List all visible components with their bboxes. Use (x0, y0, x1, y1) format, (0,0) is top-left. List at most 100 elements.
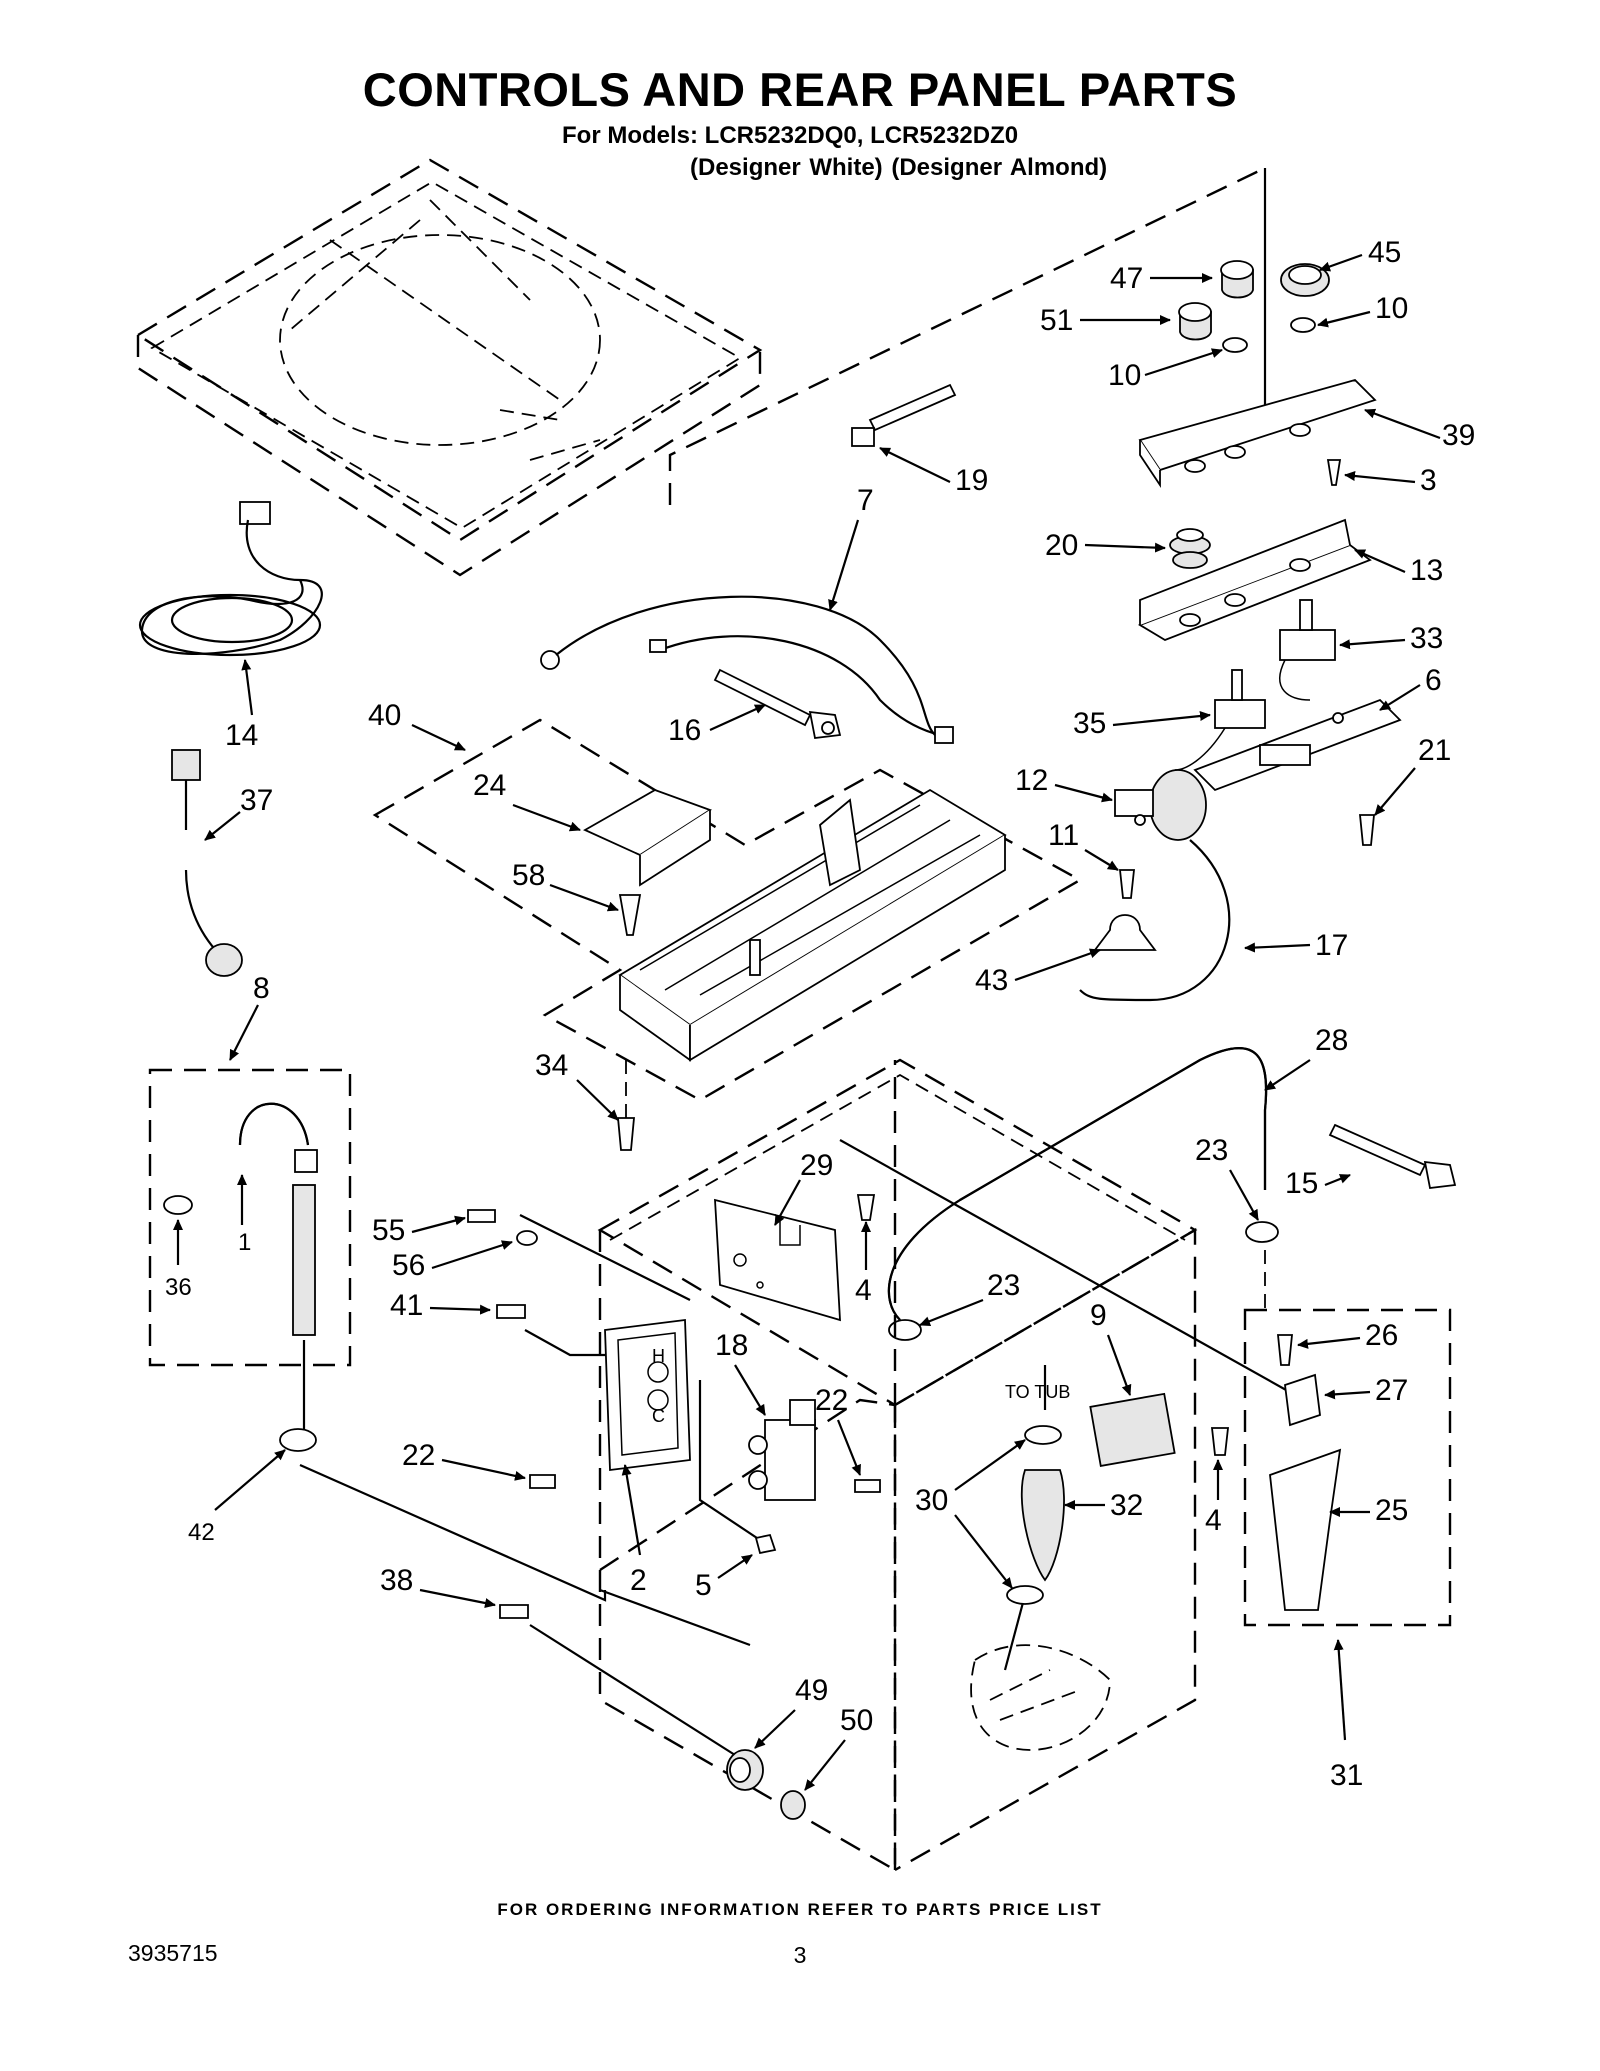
callout-50: 50 (840, 1704, 873, 1737)
callout-58: 58 (512, 859, 545, 892)
callout-34: 34 (535, 1049, 568, 1082)
screw-11-part (1118, 869, 1136, 899)
fill-hose-28-inner (887, 1047, 1268, 1321)
guide-line-hose32 (1003, 1594, 1027, 1671)
callout-12: 12 (1015, 764, 1048, 797)
callout-33: 33 (1410, 622, 1443, 655)
screw-34-part (617, 1117, 635, 1151)
ordering-info-note: FOR ORDERING INFORMATION REFER TO PARTS … (497, 1900, 1103, 1919)
knob-51-part (1178, 302, 1248, 353)
callout-7: 7 (857, 484, 874, 517)
inlet-hose-37-part (171, 749, 243, 977)
callout-17: 17 (1315, 929, 1348, 962)
callout-25: 25 (1375, 1494, 1408, 1527)
callout-36: 36 (165, 1274, 192, 1301)
screw-38-part (499, 1604, 529, 1619)
guide-line-screw41 (524, 1329, 605, 1357)
callout-4-upper: 4 (855, 1274, 872, 1307)
guide-line-top (668, 166, 1266, 505)
valve-h-label: H (652, 1346, 665, 1366)
control-board-29-part (714, 1198, 841, 1322)
guide-line-valve (519, 1214, 691, 1301)
grommet-20-part (1169, 528, 1211, 569)
callout-11: 11 (1048, 819, 1079, 852)
bracket-24-part (583, 789, 713, 887)
screw-4-upper-part (856, 1194, 876, 1221)
callout-16: 16 (668, 714, 701, 747)
wire-tie-16-part (713, 668, 842, 739)
callout-2: 2 (630, 1564, 647, 1597)
callout-27: 27 (1375, 1374, 1408, 1407)
variants-line: (Designer White) (Designer Almond) (690, 154, 1108, 181)
callout-21: 21 (1418, 734, 1451, 767)
clamp-23-right-part (1245, 1221, 1279, 1243)
callout-23-right: 23 (1195, 1134, 1228, 1167)
filter-pad-9-part (1089, 1392, 1176, 1468)
terminal-block-2-part: H C (604, 1318, 691, 1472)
screw-4-lower-part (1210, 1427, 1230, 1456)
callout-28: 28 (1315, 1024, 1348, 1057)
clip-5-part (754, 1533, 777, 1555)
callout-22-left: 22 (402, 1439, 435, 1472)
models-line: For Models: LCR5232DQ0, LCR5232DZ0 (562, 122, 1019, 149)
callout-4-lower: 4 (1205, 1504, 1222, 1537)
guide-line-rear-2 (299, 1463, 607, 1602)
screw-22-left-part (529, 1474, 556, 1489)
pressure-switch-12-part (1114, 769, 1207, 841)
switch-33-part (1279, 599, 1336, 701)
water-valve-18-part (748, 1399, 816, 1501)
knob-45-part (1280, 263, 1330, 333)
control-panel-39-part (1138, 378, 1377, 488)
plug-50-part (780, 1790, 806, 1820)
screw-41-part (496, 1304, 526, 1319)
callout-56: 56 (392, 1249, 425, 1282)
pressure-hose-17-part (1079, 839, 1231, 1002)
washer-56-part (516, 1230, 538, 1246)
page-title: CONTROLS AND REAR PANEL PARTS (362, 63, 1238, 116)
callout-18: 18 (715, 1329, 748, 1362)
guide-line-clip5 (698, 1380, 761, 1541)
to-tub-label: TO TUB (1005, 1382, 1070, 1402)
callout-24: 24 (473, 769, 506, 802)
wire-tie-15-part (1328, 1123, 1457, 1189)
callout-37: 37 (240, 784, 273, 817)
dispenser-cup-25-part (1269, 1448, 1342, 1611)
callout-43: 43 (975, 964, 1008, 997)
callout-6: 6 (1425, 664, 1442, 697)
document-number: 3935715 (128, 1940, 218, 1966)
dispenser-bracket-27-part (1284, 1373, 1321, 1427)
callout-1: 1 (238, 1229, 251, 1256)
callout-19: 19 (955, 464, 988, 497)
callout-30: 30 (915, 1484, 948, 1517)
screw-26-part (1277, 1334, 1293, 1366)
callout-14: 14 (225, 719, 258, 752)
callout-49: 49 (795, 1674, 828, 1707)
callout-8: 8 (253, 972, 270, 1005)
callout-10-right: 10 (1375, 292, 1408, 325)
inlet-hose-1-part (238, 1102, 318, 1336)
wire-tie-19-part (851, 383, 957, 447)
callouts: 45 47 51 10 10 39 3 19 7 20 13 14 33 6 4… (165, 236, 1475, 1792)
console-base-part (618, 788, 1007, 1062)
callout-31: 31 (1330, 1759, 1363, 1792)
fill-hose-28-part (887, 1047, 1268, 1321)
clamp-23-mid-part (888, 1319, 922, 1341)
callout-23-mid: 23 (987, 1269, 1020, 1302)
page-number: 3 (793, 1942, 807, 1968)
callout-35: 35 (1073, 707, 1106, 740)
callout-32: 32 (1110, 1489, 1143, 1522)
guide-line-rear-3 (599, 1588, 751, 1647)
callout-41: 41 (390, 1289, 423, 1322)
screw-22-right-part (854, 1479, 881, 1493)
callout-38: 38 (380, 1564, 413, 1597)
callout-47: 47 (1110, 262, 1143, 295)
callout-10-left: 10 (1108, 359, 1141, 392)
callout-5: 5 (695, 1569, 712, 1602)
console-top-outline (135, 158, 763, 577)
bushing-49-part (726, 1749, 764, 1791)
mounting-bracket-6-part (1193, 698, 1402, 792)
callout-45: 45 (1368, 236, 1401, 269)
rivet-58-part (618, 894, 642, 936)
inlet-hose-8-outline (148, 1068, 352, 1367)
